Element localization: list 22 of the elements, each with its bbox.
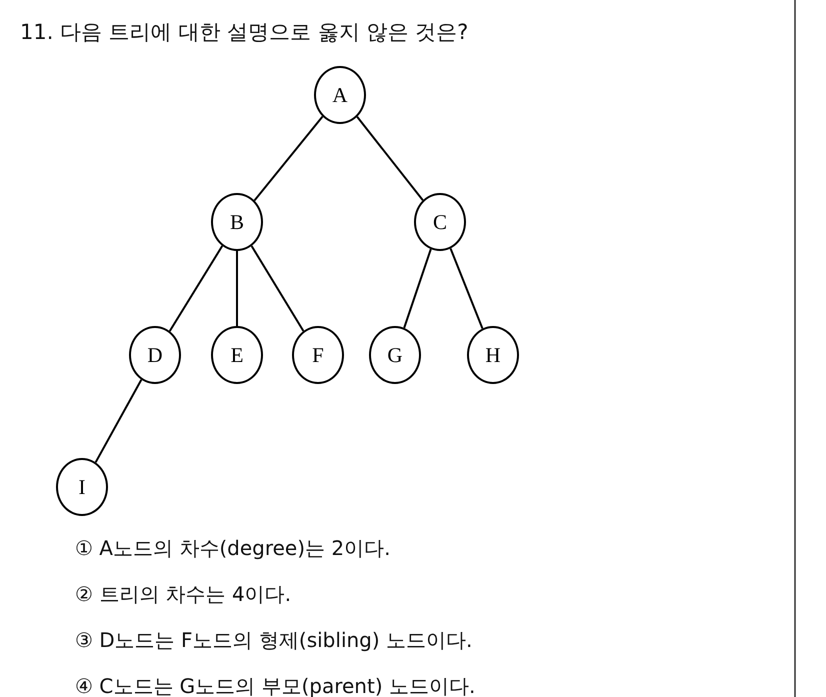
tree-edge (236, 251, 238, 326)
tree-node-ellipse: C (414, 193, 466, 251)
tree-node-ellipse: D (129, 326, 181, 384)
tree-edge (403, 248, 432, 328)
tree-node-ellipse: G (369, 326, 421, 384)
tree-node-ellipse: B (211, 193, 263, 251)
tree-edge (356, 116, 424, 201)
question-title: 11. 다음 트리에 대한 설명으로 옳지 않은 것은? (20, 19, 468, 46)
tree-node-ellipse: A (314, 66, 366, 124)
answer-option: ① A노드의 차수(degree)는 2이다. (75, 535, 390, 562)
tree-edge (250, 245, 304, 332)
tree-edge (450, 248, 484, 329)
answer-option: ③ D노드는 F노드의 형제(sibling) 노드이다. (75, 627, 472, 654)
tree-node-ellipse: I (56, 458, 108, 516)
tree-node-ellipse: F (292, 326, 344, 384)
answer-option: ④ C노드는 G노드의 부모(parent) 노드이다. (75, 673, 476, 697)
tree-edge (94, 379, 142, 463)
tree-edge (168, 245, 224, 332)
tree-node-ellipse: E (211, 326, 263, 384)
tree-edge (254, 116, 324, 202)
answer-option: ② 트리의 차수는 4이다. (75, 581, 292, 608)
tree-node-ellipse: H (467, 326, 519, 384)
